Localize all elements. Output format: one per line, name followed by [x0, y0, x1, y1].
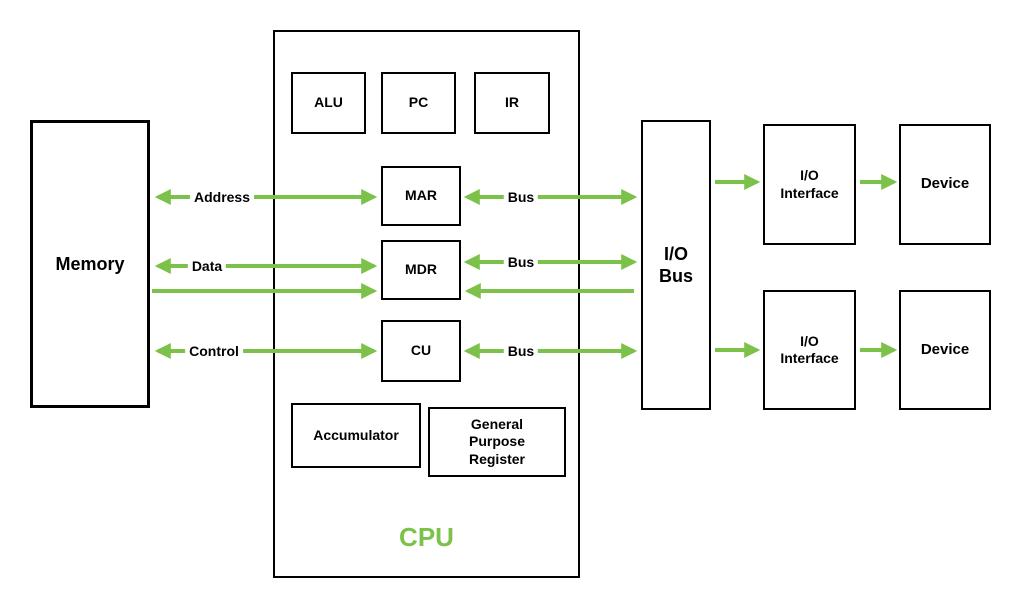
- control-label: Control: [185, 343, 243, 359]
- cpu-box: [273, 30, 580, 578]
- address-label: Address: [189, 189, 255, 205]
- general-purpose-register-box: General Purpose Register: [428, 407, 566, 477]
- data-label: Data: [187, 258, 227, 274]
- pc-box: PC: [381, 72, 456, 134]
- ir-box: IR: [474, 72, 550, 134]
- mdr-box: MDR: [381, 240, 461, 300]
- io-bus-box: I/O Bus: [641, 120, 711, 410]
- cu-box: CU: [381, 320, 461, 382]
- memory-box: Memory: [30, 120, 150, 408]
- bus-label-mar: Bus: [503, 189, 539, 205]
- io-interface-bottom-box: I/O Interface: [763, 290, 856, 410]
- accumulator-box: Accumulator: [291, 403, 421, 468]
- cpu-title: CPU: [399, 522, 454, 552]
- device-top-box: Device: [899, 124, 991, 245]
- alu-box: ALU: [291, 72, 366, 134]
- bus-label-cu: Bus: [503, 343, 539, 359]
- bus-label-mdr: Bus: [503, 254, 539, 270]
- io-interface-top-box: I/O Interface: [763, 124, 856, 245]
- mar-box: MAR: [381, 166, 461, 226]
- device-bottom-box: Device: [899, 290, 991, 410]
